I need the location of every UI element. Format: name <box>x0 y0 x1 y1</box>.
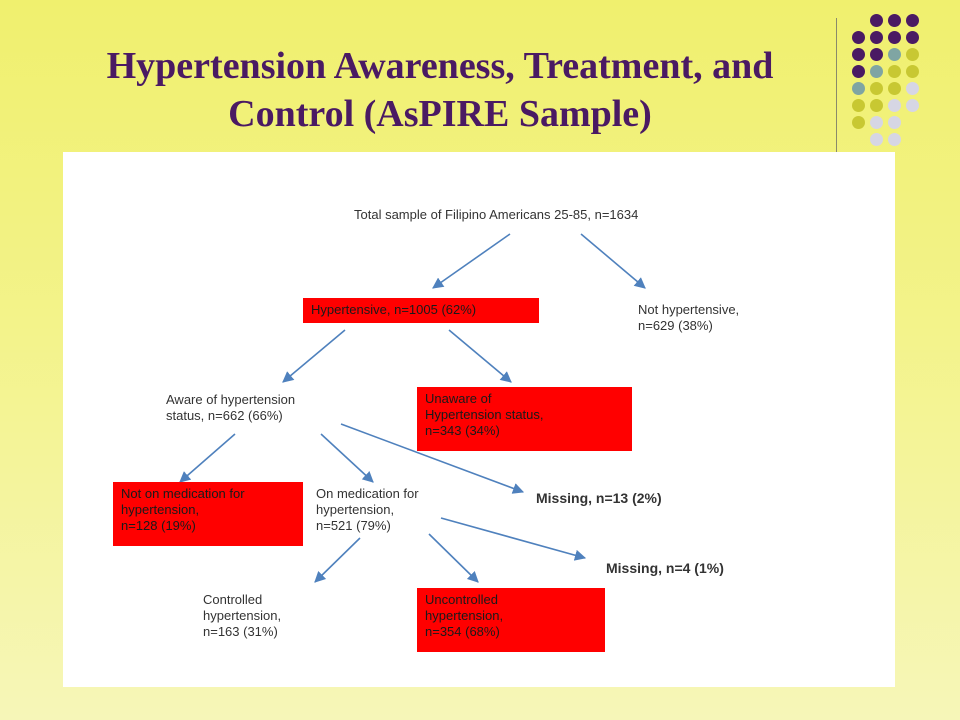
decorative-dot <box>852 116 865 129</box>
arrow-on-medication-to-controlled <box>314 537 361 583</box>
unaware-node: Unaware of Hypertension status, n=343 (3… <box>417 387 632 451</box>
decorative-dot <box>888 82 901 95</box>
decorative-dot <box>888 48 901 61</box>
arrow-aware-to-missing <box>340 423 525 494</box>
decorative-dot <box>906 48 919 61</box>
decorative-dot <box>870 14 883 27</box>
decorative-dot <box>870 65 883 78</box>
decorative-dot <box>870 82 883 95</box>
arrow-aware-to-on-medication <box>320 433 374 483</box>
total-sample-node: Total sample of Filipino Americans 25-85… <box>354 207 639 222</box>
title-divider <box>836 18 837 152</box>
arrow-aware-to-not-on-medication <box>179 433 236 483</box>
decorative-dot <box>870 133 883 146</box>
aware-node: Aware of hypertension status, n=662 (66%… <box>166 392 296 423</box>
flowchart-arrows <box>179 233 646 583</box>
decorative-dot <box>888 99 901 112</box>
arrow-on-medication-to-uncontrolled <box>428 533 479 583</box>
decorative-dot <box>906 99 919 112</box>
slide-title: Hypertension Awareness, Treatment, and C… <box>106 45 774 135</box>
decorative-dot <box>852 31 865 44</box>
missing-aware-node: Missing, n=13 (2%) <box>536 490 662 506</box>
not-hypertensive-node: Not hypertensive, n=629 (38%) <box>638 302 740 333</box>
controlled-node: Controlled hypertension, n=163 (31%) <box>203 592 282 639</box>
arrow-hypertensive-to-aware <box>282 329 346 383</box>
decorative-dot <box>888 116 901 129</box>
decorative-dot <box>870 99 883 112</box>
decorative-dot <box>852 48 865 61</box>
arrow-on-medication-to-missing <box>440 517 587 561</box>
decorative-dot <box>888 31 901 44</box>
decorative-dot <box>870 31 883 44</box>
decorative-dot <box>852 99 865 112</box>
flowchart-figure: Total sample of Filipino Americans 25-85… <box>63 152 895 687</box>
decorative-dot <box>906 82 919 95</box>
decorative-dot <box>906 14 919 27</box>
decorative-dot <box>906 65 919 78</box>
arrow-total-to-not-hypertensive <box>580 233 646 289</box>
arrow-hypertensive-to-unaware <box>448 329 512 383</box>
decorative-dot <box>852 65 865 78</box>
decorative-dot <box>870 116 883 129</box>
decorative-dot <box>888 65 901 78</box>
hypertensive-node: Hypertensive, n=1005 (62%) <box>303 298 539 323</box>
not-on-medication-node: Not on medication for hypertension, n=12… <box>113 482 303 546</box>
decorative-dot <box>888 14 901 27</box>
decorative-dot <box>888 133 901 146</box>
decorative-dot-grid <box>852 14 944 154</box>
decorative-dot <box>906 31 919 44</box>
decorative-dot <box>870 48 883 61</box>
missing-medication-node: Missing, n=4 (1%) <box>606 560 724 576</box>
decorative-dot <box>852 82 865 95</box>
arrow-total-to-hypertensive <box>432 233 511 289</box>
uncontrolled-node: Uncontrolled hypertension, n=354 (68%) <box>417 588 605 652</box>
on-medication-node: On medication for hypertension, n=521 (7… <box>316 486 419 533</box>
